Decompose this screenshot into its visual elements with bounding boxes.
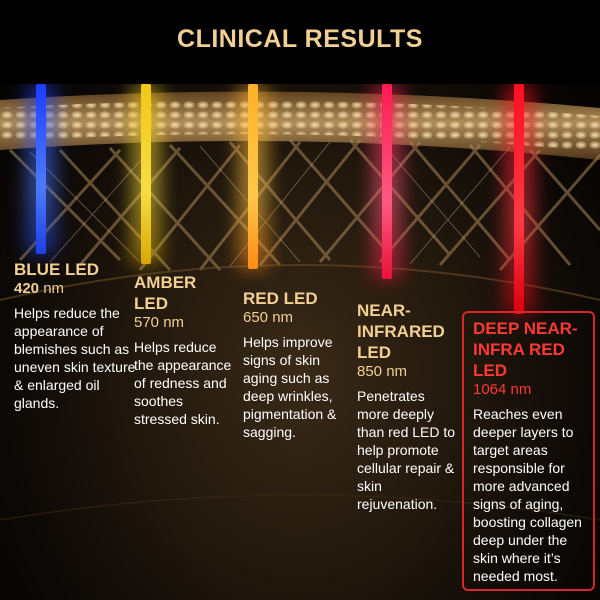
led-name: NEAR-INFRARED LED <box>357 301 445 362</box>
page-title: CLINICAL RESULTS <box>177 24 423 53</box>
led-name: RED LED <box>243 289 318 308</box>
wavelength: 420 nm <box>14 280 65 297</box>
led-name: BLUE LED <box>14 260 99 279</box>
led-description: Helps reduce the appearance of redness a… <box>134 339 232 427</box>
led-description: Helps reduce the appearance of blemishes… <box>14 305 136 411</box>
amber-led-beam <box>141 84 151 264</box>
wavelength: 1064 nm <box>473 381 532 398</box>
wavelength: 850 nm <box>357 363 408 380</box>
red-led-beam <box>248 84 258 269</box>
amber-led-column: AMBER LED 570 nm Helps reduce the appear… <box>134 272 234 428</box>
title-bar: CLINICAL RESULTS <box>0 0 600 84</box>
led-description: Helps improve signs of skin aging such a… <box>243 334 337 440</box>
led-description: Reaches even deeper layers to target are… <box>473 406 582 584</box>
deep-near-infrared-led-beam <box>514 84 524 314</box>
led-name: AMBER LED <box>134 273 197 313</box>
near-infrared-led-beam <box>382 84 392 279</box>
blue-led-beam <box>36 84 46 254</box>
red-led-column: RED LED 650 nm Helps improve signs of sk… <box>243 288 343 441</box>
wavelength: 570 nm <box>134 314 185 331</box>
deep-near-infrared-highlight-box <box>462 311 595 591</box>
blue-led-column: BLUE LED 420 nm Helps reduce the appeara… <box>14 259 138 412</box>
wavelength: 650 nm <box>243 309 294 326</box>
deep-near-infrared-led-column: DEEP NEAR-INFRA RED LED 1064 nm Reaches … <box>473 318 591 585</box>
led-name: DEEP NEAR-INFRA RED LED <box>473 319 578 380</box>
near-infrared-led-column: NEAR-INFRARED LED 850 nm Penetrates more… <box>357 300 457 513</box>
led-description: Penetrates more deeply than red LED to h… <box>357 388 456 512</box>
